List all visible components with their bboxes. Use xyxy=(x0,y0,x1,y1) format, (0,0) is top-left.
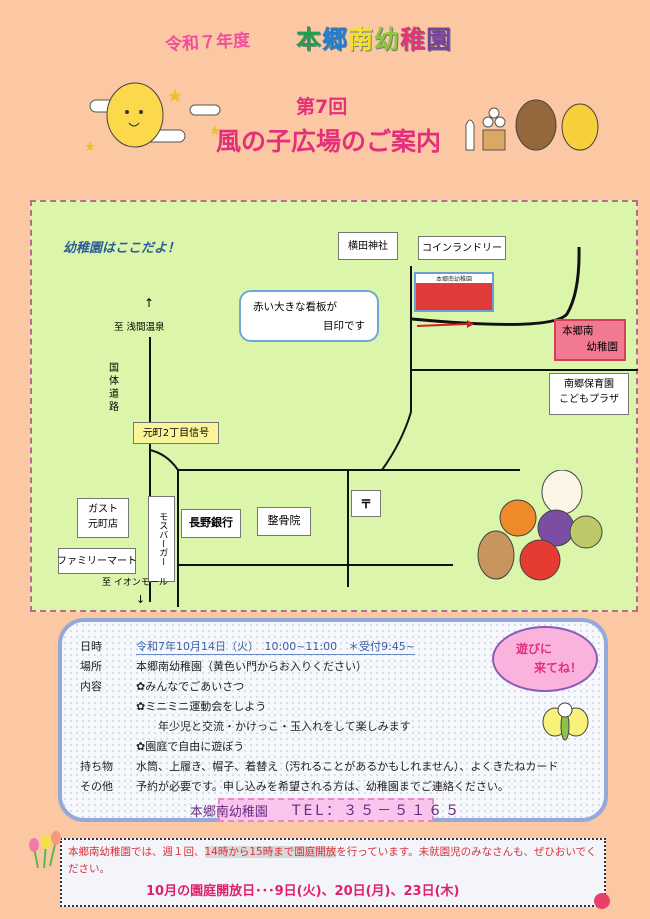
gusto-label: ガスト元町店 xyxy=(77,498,129,538)
clinic-label: 整骨院 xyxy=(257,507,311,536)
signal-label: 元町2丁目信号 xyxy=(133,422,219,444)
school-name-char: 稚 xyxy=(400,25,427,54)
info-value: ✿ミニミニ運動会をしよう xyxy=(136,700,267,713)
info-label: その他 xyxy=(80,780,113,793)
moon-illustration xyxy=(85,82,221,151)
callout-line: 目印です xyxy=(323,319,365,332)
info-value: 令和7年10月14日（火） 10:00~11:00 ＊受付9:45~ xyxy=(136,640,416,655)
arrow-down-icon: ↓ xyxy=(136,593,146,606)
speech-bubble: 遊びに来てね！ xyxy=(492,626,598,692)
notice-text: 本郷南幼稚園では、週１回、14時から15時まで園庭開放を行っています。未就園児の… xyxy=(68,844,598,878)
to-south-label: 至 イオンモール xyxy=(102,578,168,588)
info-value: 年少児と交流・かけっこ・玉入れをして楽しみます xyxy=(136,720,411,733)
to-north-label: 至 浅間温泉 xyxy=(114,322,165,333)
contact-name: 本郷南幼稚園 xyxy=(189,804,268,820)
arrow-up-icon: ↑ xyxy=(144,296,155,310)
road-name-label: 国体道路 xyxy=(109,363,119,413)
info-value: 予約が必要です。申し込みを希望される方は、幼稚園までご連絡ください。 xyxy=(136,780,509,793)
school-marker: 本郷南幼稚園 xyxy=(554,319,626,361)
signboard-text: 本郷南幼稚園 xyxy=(416,274,492,283)
garden-open-notice: 本郷南幼稚園では、週１回、14時から15時まで園庭開放を行っています。未就園児の… xyxy=(60,838,610,909)
tulips-icon xyxy=(29,831,61,869)
school-name-char: 園 xyxy=(426,25,453,54)
ladybug-icon xyxy=(594,892,610,909)
map: 幼稚園はここだよ！ 横田神社 コインランドリー 本郷南幼稚園 赤い大きな看板が … xyxy=(30,200,638,612)
callout-line: 赤い大きな看板が xyxy=(253,301,337,313)
contact-box: 本郷南幼稚園 TEL：３５－５１６５ xyxy=(190,798,459,822)
info-value: ✿園庭で自由に遊ぼう xyxy=(136,740,245,753)
gusto-line: 元町店 xyxy=(88,519,118,530)
notice-text-part: 本郷南幼稚園では、週１回、 xyxy=(68,846,205,858)
bank-label: 長野銀行 xyxy=(181,509,241,538)
school-name-char: 郷 xyxy=(322,25,349,54)
nursery-line: こどもプラザ xyxy=(559,394,619,405)
butterfly-icon xyxy=(542,702,589,741)
edition-label: 第7回 xyxy=(296,96,348,118)
bubble-line: 遊びに xyxy=(516,642,553,656)
info-label: 日時 xyxy=(80,640,102,653)
familymart-label: ファミリーマート xyxy=(57,548,137,574)
info-value: 本郷南幼稚園（黄色い門からお入りください） xyxy=(136,660,367,673)
callout-bubble: 赤い大きな看板が 目印です xyxy=(239,290,379,342)
info-label: 持ち物 xyxy=(80,760,113,773)
gusto-line: ガスト xyxy=(88,504,118,515)
school-marker-line: 本郷南 xyxy=(562,325,594,337)
info-value: ✿みんなでごあいさつ xyxy=(136,680,245,693)
mos-burger-label: モスバーガー xyxy=(148,496,175,582)
info-value: 水筒、上履き、帽子、着替え（汚れることがあるかもしれません）、よくきたねカード xyxy=(136,760,559,773)
event-info-panel: 本郷南幼稚園 TEL：３５－５１６５ 遊びに来てね！ 日時 令和7年10月14日（… xyxy=(58,618,608,822)
phone-number: TEL：３５－５１６５ xyxy=(291,803,463,819)
year-label: 令和７年度 xyxy=(164,30,251,56)
page-title: 風の子広場のご案内 xyxy=(216,127,442,156)
post-office-icon: 〒 xyxy=(351,490,381,517)
nursery-label: 南郷保育園こどもプラザ xyxy=(549,373,629,415)
school-marker-line: 幼稚園 xyxy=(586,340,619,353)
open-dates: 10月の園庭開放日･･･9日(火)、20日(月)、23日(木) xyxy=(146,883,460,899)
info-label: 内容 xyxy=(80,680,102,693)
school-name-char: 本 xyxy=(296,25,323,54)
notice-text-part: を行っています。未就園児のみなさんも、ぜひおいでください。 xyxy=(68,846,597,875)
school-name-logo: 本郷南幼稚園 xyxy=(296,20,452,56)
signboard-image: 本郷南幼稚園 xyxy=(414,272,494,312)
info-label: 場所 xyxy=(80,660,102,673)
fruit-animals-illustration xyxy=(477,470,603,581)
notice-highlight: 14時から15時まで園庭開放 xyxy=(204,846,337,858)
animals-illustration xyxy=(465,99,599,151)
school-name-char: 幼 xyxy=(374,25,401,54)
nursery-line: 南郷保育園 xyxy=(564,379,614,390)
shrine-label: 横田神社 xyxy=(338,232,398,260)
map-heading: 幼稚園はここだよ！ xyxy=(63,241,181,256)
school-name-char: 南 xyxy=(348,25,375,54)
laundry-label: コインランドリー xyxy=(418,236,506,260)
bubble-line: 来てね！ xyxy=(534,661,583,676)
